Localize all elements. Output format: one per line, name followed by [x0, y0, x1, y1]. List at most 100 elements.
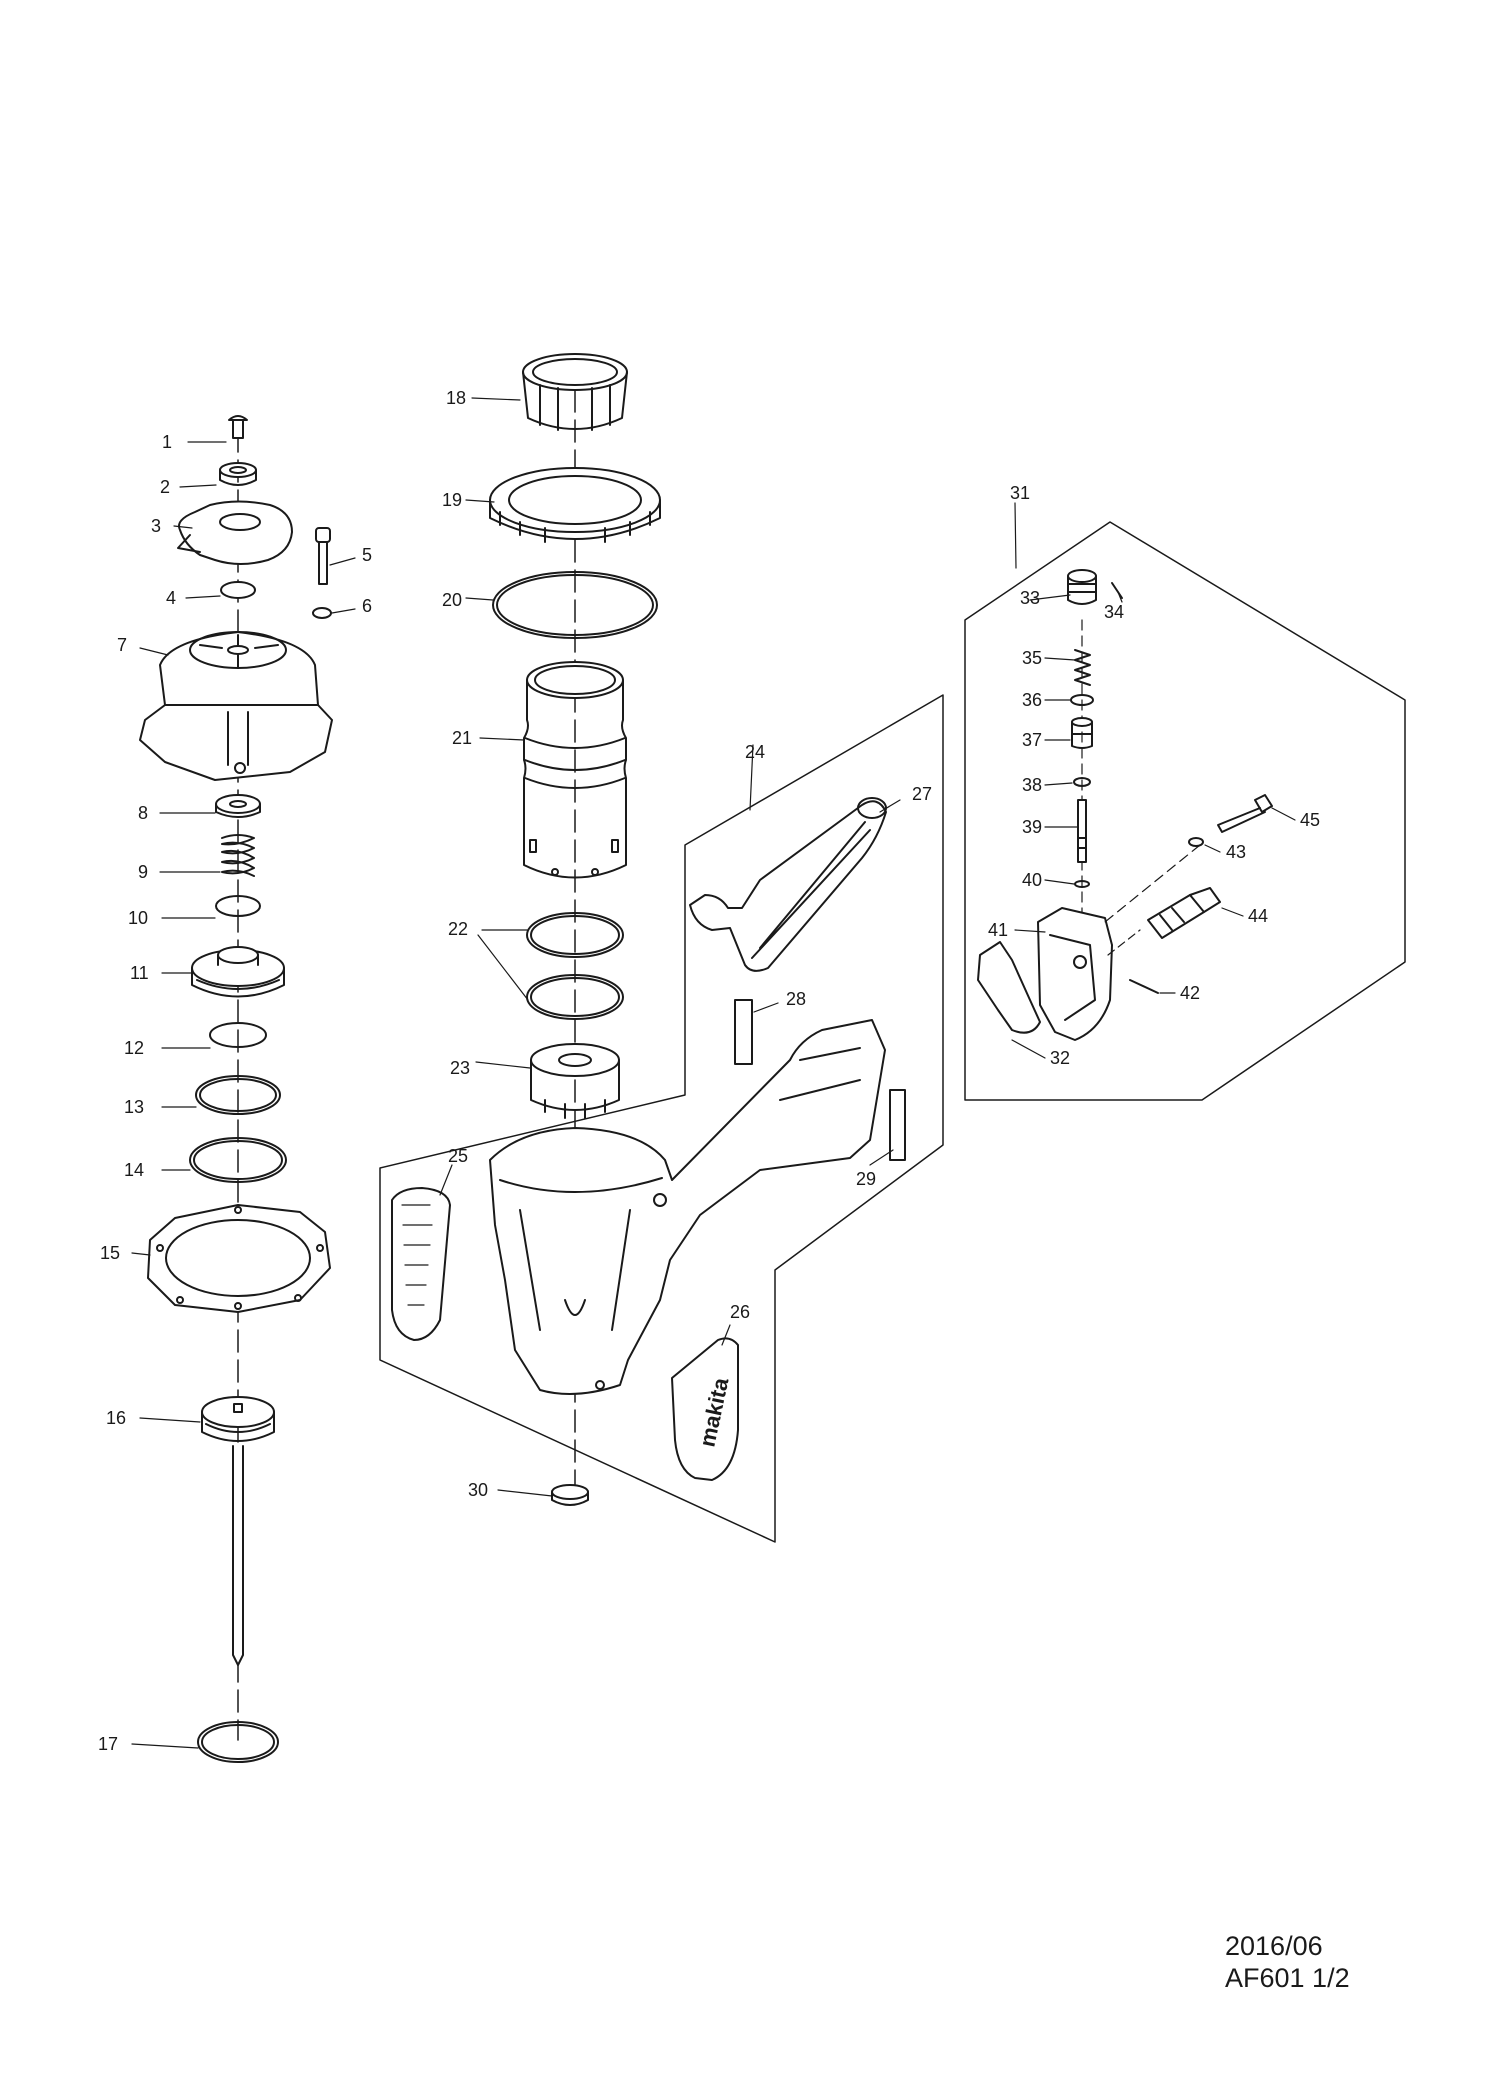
part-label-44: 44 — [1248, 906, 1268, 926]
part-label-7: 7 — [117, 635, 127, 655]
part-label-5: 5 — [362, 545, 372, 565]
part-label-1: 1 — [162, 432, 172, 452]
part-number-labels: 1 2 3 4 5 6 7 8 9 10 11 12 13 14 15 16 1… — [98, 388, 1320, 1754]
part-41-valve-body — [1037, 907, 1113, 1041]
middle-leader-lines — [439, 397, 901, 1497]
part-label-2: 2 — [160, 477, 170, 497]
part-label-14: 14 — [124, 1160, 144, 1180]
part-43-washer — [1188, 837, 1204, 847]
part-label-27: 27 — [912, 784, 932, 804]
part-13-o-ring — [195, 1075, 281, 1115]
part-20-o-ring — [492, 571, 658, 639]
part-9-spring — [221, 834, 255, 877]
part-label-26: 26 — [730, 1302, 750, 1322]
part-label-4: 4 — [166, 588, 176, 608]
part-18-bumper-cup — [522, 353, 628, 431]
part-31-assembly-boundary — [964, 521, 1406, 1101]
part-label-13: 13 — [124, 1097, 144, 1117]
part-label-18: 18 — [446, 388, 466, 408]
part-23-bumper — [530, 1043, 620, 1119]
part-label-11: 11 — [130, 963, 149, 983]
part-label-30: 30 — [468, 1480, 488, 1500]
part-label-28: 28 — [786, 989, 806, 1009]
part-38-washer — [1073, 777, 1091, 787]
part-24-assembly-boundary — [379, 694, 944, 1543]
part-label-8: 8 — [138, 803, 148, 823]
revision-date: 2016/06 — [1225, 1931, 1323, 1961]
part-label-31: 31 — [1010, 483, 1030, 503]
part-11-head-valve — [191, 946, 285, 998]
part-label-21: 21 — [452, 728, 472, 748]
left-leader-lines — [131, 441, 356, 1749]
part-12-o-ring — [209, 1022, 267, 1048]
part-44-fitting — [1147, 887, 1221, 939]
part-21-cylinder — [523, 661, 627, 879]
part-2-bushing — [219, 462, 257, 486]
part-4-washer — [220, 581, 256, 599]
part-label-29: 29 — [856, 1169, 876, 1189]
part-label-41: 41 — [988, 920, 1008, 940]
part-19-ring — [489, 467, 661, 543]
document-reference: AF601 1/2 — [1225, 1963, 1350, 1993]
part-28-label — [734, 999, 753, 1065]
part-label-45: 45 — [1300, 810, 1320, 830]
middle-assembly: makita — [379, 353, 944, 1543]
part-label-25: 25 — [448, 1146, 468, 1166]
part-label-12: 12 — [124, 1038, 144, 1058]
part-29-label — [889, 1089, 906, 1161]
part-label-37: 37 — [1022, 730, 1042, 750]
part-label-17: 17 — [98, 1734, 118, 1754]
part-label-36: 36 — [1022, 690, 1042, 710]
part-label-34: 34 — [1104, 602, 1124, 622]
part-1-screw — [228, 415, 248, 439]
part-40-o-ring — [1074, 880, 1090, 888]
part-14-o-ring — [189, 1137, 287, 1183]
right-assembly — [964, 502, 1406, 1101]
part-label-32: 32 — [1050, 1048, 1070, 1068]
part-30-plug — [551, 1484, 589, 1506]
part-label-22: 22 — [448, 919, 468, 939]
part-8-spring-seat — [215, 794, 261, 818]
part-label-10: 10 — [128, 908, 148, 928]
part-33-cap — [1067, 569, 1097, 605]
part-label-43: 43 — [1226, 842, 1246, 862]
part-27-grip — [689, 797, 887, 972]
part-label-16: 16 — [106, 1408, 126, 1428]
part-label-39: 39 — [1022, 817, 1042, 837]
part-35-spring — [1074, 649, 1091, 686]
part-32-gasket — [977, 941, 1041, 1034]
part-25-side-plate — [391, 1187, 451, 1341]
part-label-40: 40 — [1022, 870, 1042, 890]
part-42-pin — [1129, 979, 1159, 994]
part-17-o-ring — [197, 1721, 279, 1763]
part-label-42: 42 — [1180, 983, 1200, 1003]
part-label-20: 20 — [442, 590, 462, 610]
part-10-o-ring — [215, 895, 261, 917]
part-6-washer — [312, 607, 332, 619]
part-label-3: 3 — [151, 516, 161, 536]
part-7-cylinder-cap — [139, 631, 333, 781]
part-22-o-rings — [526, 912, 624, 1020]
part-label-23: 23 — [450, 1058, 470, 1078]
right-leader-lines — [1011, 502, 1296, 1059]
left-assembly — [131, 415, 356, 1763]
part-label-38: 38 — [1022, 775, 1042, 795]
part-label-19: 19 — [442, 490, 462, 510]
part-label-33: 33 — [1020, 588, 1040, 608]
part-label-9: 9 — [138, 862, 148, 882]
part-36-ring — [1070, 694, 1094, 706]
part-16-piston-driver — [201, 1396, 275, 1666]
part-34-pin — [1111, 582, 1123, 599]
main-housing — [489, 1019, 886, 1395]
part-39-stem — [1077, 799, 1087, 863]
part-26-nameplate: makita — [671, 1337, 739, 1481]
part-label-24: 24 — [745, 742, 765, 762]
part-label-15: 15 — [100, 1243, 120, 1263]
part-label-6: 6 — [362, 596, 372, 616]
part-45-bolt — [1217, 794, 1273, 833]
part-37-valve — [1071, 717, 1093, 749]
part-3-cap-plate — [177, 500, 293, 565]
part-label-35: 35 — [1022, 648, 1042, 668]
part-15-gasket — [147, 1204, 331, 1313]
